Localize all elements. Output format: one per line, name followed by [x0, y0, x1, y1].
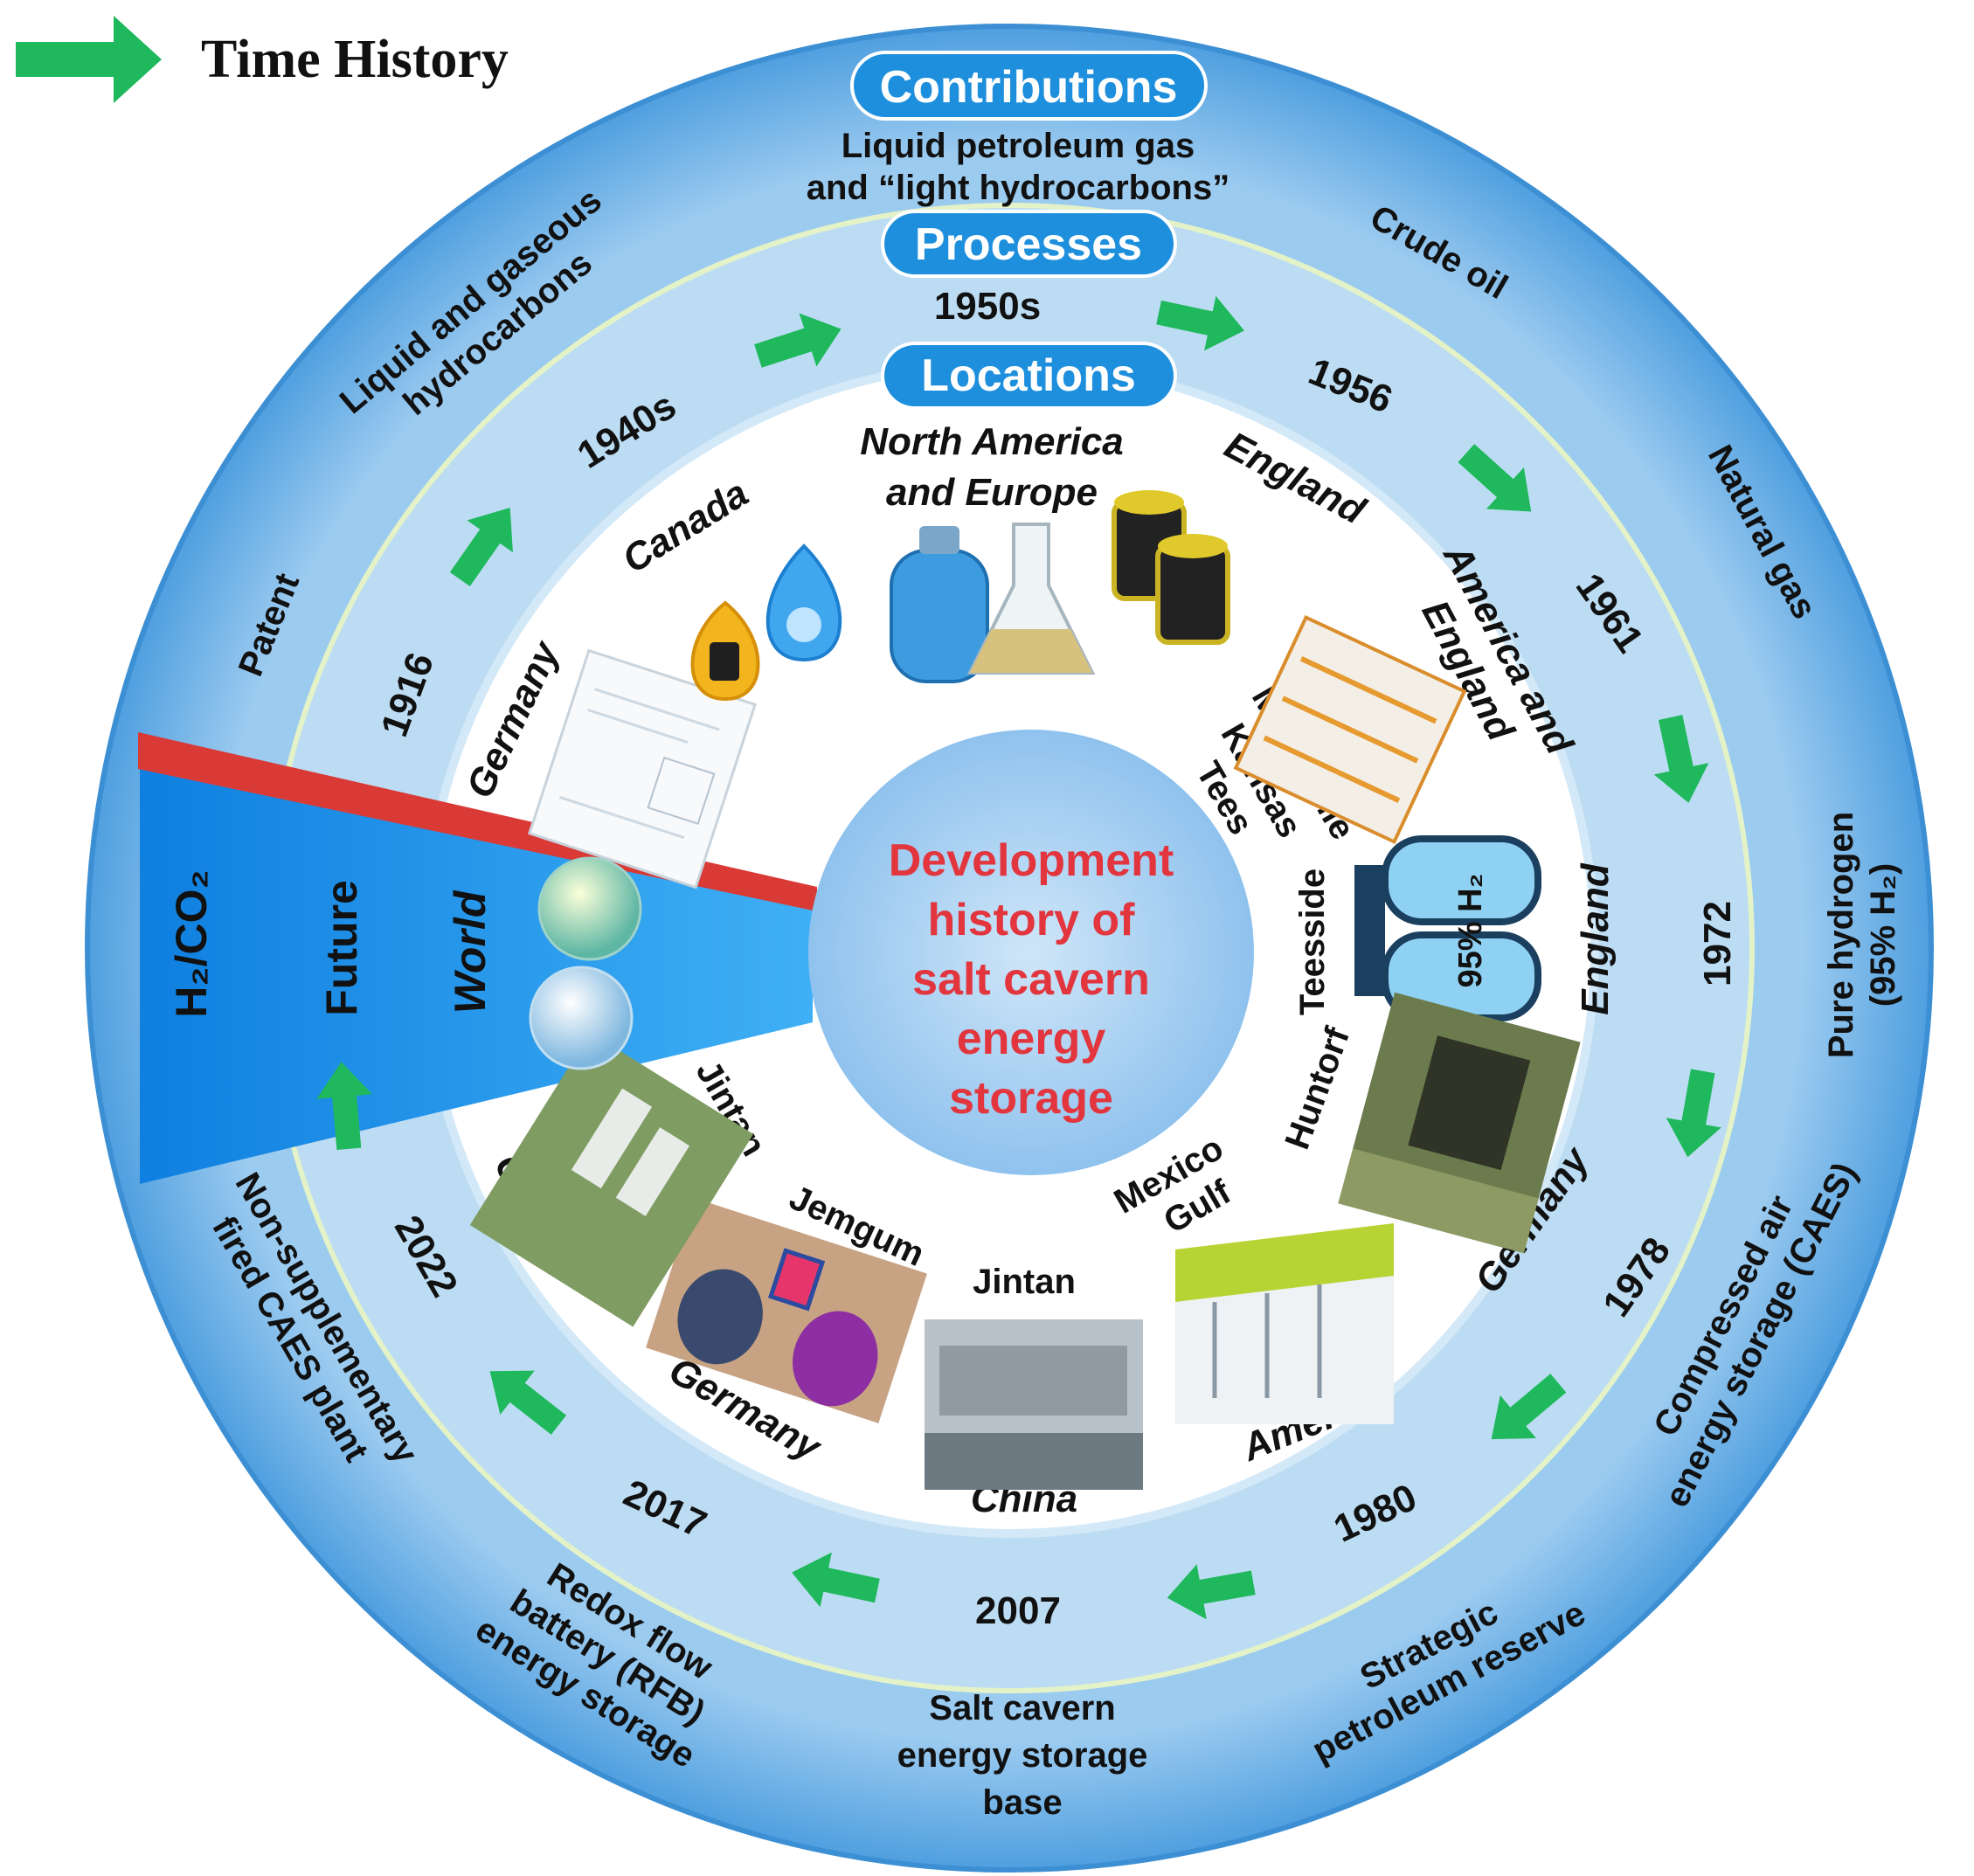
hydrogen-tank-icon: 95% H₂: [1354, 835, 1541, 1021]
arrow-icon-2007-2017: [792, 1552, 880, 1608]
contribution-salt-cavern-line-3: base: [982, 1783, 1062, 1822]
arrow-icon-1940s-1950s: [754, 313, 842, 368]
contribution-pure-hydrogen-line-1: Pure hydrogen: [1822, 812, 1860, 1058]
fuel-pump-icon: [710, 642, 739, 681]
contribution-future-h2-co2: H₂/CO₂: [167, 869, 216, 1017]
outer-ring-rim: [85, 24, 1934, 1873]
year-2007: 2007: [975, 1589, 1061, 1632]
year-1972: 1972: [1696, 901, 1739, 986]
hydrogen-tank-label: 95% H₂: [1452, 874, 1489, 988]
future-wedge: [140, 769, 813, 1184]
arrow-icon-1978-1980: [1491, 1374, 1567, 1440]
jemgum-battery-cell: [768, 1248, 826, 1312]
contribution-lpg-line-1: Liquid petroleum gas: [842, 127, 1195, 165]
jintan-base-hall: [939, 1346, 1127, 1416]
arrow-icon-2017-2022: [489, 1370, 567, 1435]
salt-cavern-surface: [1175, 1223, 1394, 1302]
contributions-header: Contributions: [850, 51, 1208, 121]
huntorf-building: [1408, 1035, 1531, 1171]
location-north-america-europe-line-2: and Europe: [886, 471, 1098, 514]
year-1950s: 1950s: [934, 285, 1041, 328]
lpg-cylinder-icon: [890, 526, 989, 683]
contribution-pure-hydrogen: Pure hydrogen (95% H₂): [1822, 812, 1902, 1058]
arrow-icon-1956-1961: [1458, 444, 1532, 512]
patent-line: [558, 795, 685, 840]
storage-facility-icon: [1233, 614, 1467, 845]
h2-globe-icon: [529, 966, 634, 1070]
jintan-plant-tower: [615, 1127, 690, 1216]
patent-page: [528, 648, 757, 890]
jintan-plant-photo: [469, 1032, 754, 1327]
location-teesside: Teesside: [1293, 869, 1332, 1015]
processes-pill: [881, 210, 1177, 278]
patent-stamp: [647, 756, 716, 826]
blue-flame-icon: [765, 543, 842, 662]
arrow-icon-1961-1972: [1653, 715, 1709, 803]
oil-barrel-top: [1158, 534, 1228, 558]
arrow-icon-1972-1978: [1666, 1069, 1721, 1158]
world-globes: [529, 856, 642, 1070]
timeline-arrows: [316, 295, 1721, 1620]
flame-icons: [690, 543, 842, 702]
facility-pipe: [1281, 696, 1419, 764]
center-title-line-3: salt cavern: [912, 954, 1150, 1005]
location-north-america-europe-line-1: North America: [860, 420, 1124, 463]
legend-arrow-icon: [16, 16, 162, 103]
flask-liquid: [970, 629, 1092, 673]
lpg-cylinder-valve: [919, 526, 959, 554]
jemgum-cavern-right: [793, 1311, 878, 1407]
huntorf-plant-photo: [1338, 992, 1581, 1254]
locations-header: Locations: [881, 342, 1177, 410]
blue-flame-core: [786, 607, 821, 642]
legend: Time History: [16, 16, 509, 103]
patent-document-icon: [528, 648, 757, 890]
legend-label: Time History: [201, 30, 509, 89]
location-england-1972: England: [1574, 862, 1617, 1015]
contribution-salt-cavern-line-1: Salt cavern: [929, 1689, 1115, 1727]
arrow-icon-1980-2007: [1167, 1564, 1256, 1620]
flask-icon: [966, 523, 1096, 675]
patent-line: [587, 709, 689, 744]
facility-pipe: [1263, 735, 1401, 803]
processes-header: Processes: [881, 210, 1177, 278]
contribution-salt-cavern-line-2: energy storage: [897, 1736, 1148, 1775]
arrow-icon-1950s-1956: [1156, 295, 1244, 351]
patent-line: [594, 688, 720, 731]
center-title-line-2: history of: [928, 895, 1136, 945]
center-title-line-4: energy: [957, 1014, 1106, 1064]
illustrations: 95% H₂: [469, 490, 1581, 1490]
jintan-base-floor: [925, 1433, 1143, 1490]
arrow-icon-2022-future: [316, 1062, 373, 1151]
jemgum-cavern-left: [677, 1269, 763, 1365]
co2-globe-icon: [537, 856, 642, 961]
hydrogen-tank-stand: [1354, 865, 1385, 996]
arrow-icon-1916-1940s: [449, 508, 513, 586]
jintan-base-photo: [925, 1319, 1143, 1490]
jintan-plant-tower: [571, 1088, 653, 1189]
lpg-cylinder-body: [890, 549, 989, 683]
contributions-pill-label: Contributions: [880, 62, 1178, 113]
location-jintan-2007: Jintan: [973, 1263, 1076, 1301]
center-disc: [808, 730, 1254, 1175]
jintan-plant-frame: [469, 1032, 754, 1327]
contributions-pill: [850, 51, 1208, 121]
contribution-lpg-line-2: and “light hydrocarbons”: [807, 169, 1229, 207]
facility-pipe: [1299, 656, 1437, 724]
oil-barrel-top: [1114, 490, 1184, 515]
huntorf-field: [1338, 1148, 1539, 1254]
processes-pill-label: Processes: [915, 219, 1142, 270]
location-world: World: [446, 890, 495, 1014]
locations-pill: [881, 342, 1177, 410]
contribution-pure-hydrogen-line-2: (95% H₂): [1864, 863, 1902, 1007]
year-future: Future: [317, 880, 366, 1016]
oil-barrel-icons: [1112, 490, 1230, 645]
center-title: Development history of salt cavern energ…: [889, 835, 1174, 1124]
locations-pill-label: Locations: [921, 350, 1136, 401]
center-title-line-5: storage: [949, 1073, 1113, 1124]
center-title-line-1: Development: [889, 835, 1174, 886]
jemgum-rfb-illustration: [646, 1198, 927, 1423]
oil-barrel-icon: [1155, 543, 1230, 645]
salt-cavern-wells-illustration: [1175, 1223, 1394, 1424]
